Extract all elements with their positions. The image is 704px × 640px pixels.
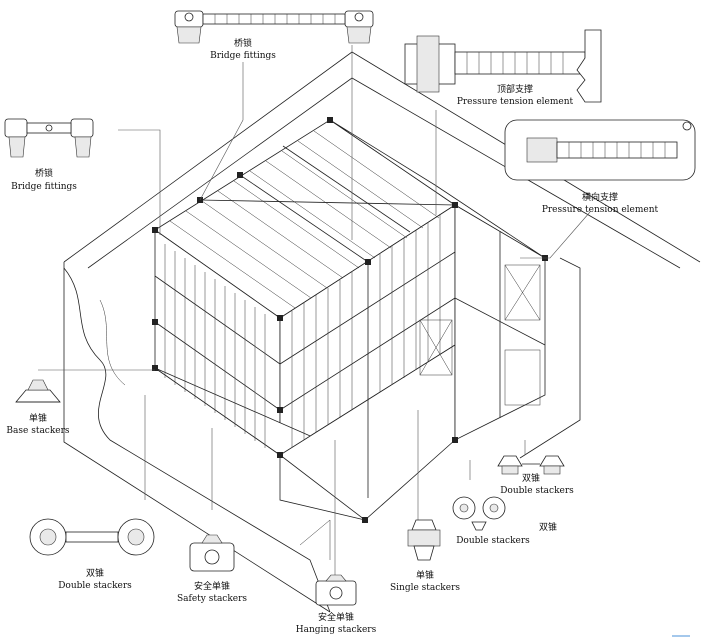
label-safety-cn: 安全单锥 (194, 580, 230, 592)
base-stacker-icon (15, 379, 61, 403)
label-pressure-top-cn: 顶部支撑 (497, 83, 533, 95)
label-safety-en: Safety stackers (177, 594, 247, 604)
label-double-right-en: Double stackers (500, 486, 574, 496)
bridge-fitting-icon (174, 10, 374, 44)
bridge-fitting-icon (4, 118, 94, 158)
label-base-stackers-en: Base stackers (6, 426, 70, 436)
container-stack (152, 117, 548, 523)
label-single-en: Single stackers (390, 583, 460, 593)
label-bridge-top-cn: 桥锁 (234, 37, 252, 49)
label-double-right-cn: 双锥 (522, 472, 540, 484)
double-stacker-icon (29, 518, 155, 556)
pressure-tension-element-icon (504, 119, 696, 181)
single-stacker-icon (407, 519, 441, 561)
label-hanging-en: Hanging stackers (296, 625, 377, 635)
label-bridge-top-en: Bridge fittings (210, 51, 276, 61)
label-pressure-side-cn: 横向支撑 (582, 191, 618, 203)
label-base-stackers-cn: 单锥 (29, 412, 47, 424)
label-bridge-left-en: Bridge fittings (11, 182, 77, 192)
label-bridge-left-cn: 桥锁 (35, 167, 53, 179)
label-pressure-top-en: Pressure tension element (457, 97, 574, 107)
label-pressure-side-en: Pressure tension element (542, 205, 659, 215)
double-stacker-icon (452, 496, 506, 531)
label-double-left-cn: 双锥 (86, 567, 104, 579)
leader-lines (38, 45, 591, 580)
label-single-cn: 单锥 (416, 569, 434, 581)
label-double-mid-cn: 双锥 (539, 521, 557, 533)
label-double-mid-en: Double stackers (456, 536, 530, 546)
double-stacker-icon (497, 455, 565, 475)
label-double-left-en: Double stackers (58, 581, 132, 591)
hanging-stacker-icon (315, 574, 357, 606)
label-hanging-cn: 安全单锥 (318, 611, 354, 623)
pressure-tension-element-icon (404, 29, 602, 103)
safety-stacker-icon (189, 534, 235, 572)
